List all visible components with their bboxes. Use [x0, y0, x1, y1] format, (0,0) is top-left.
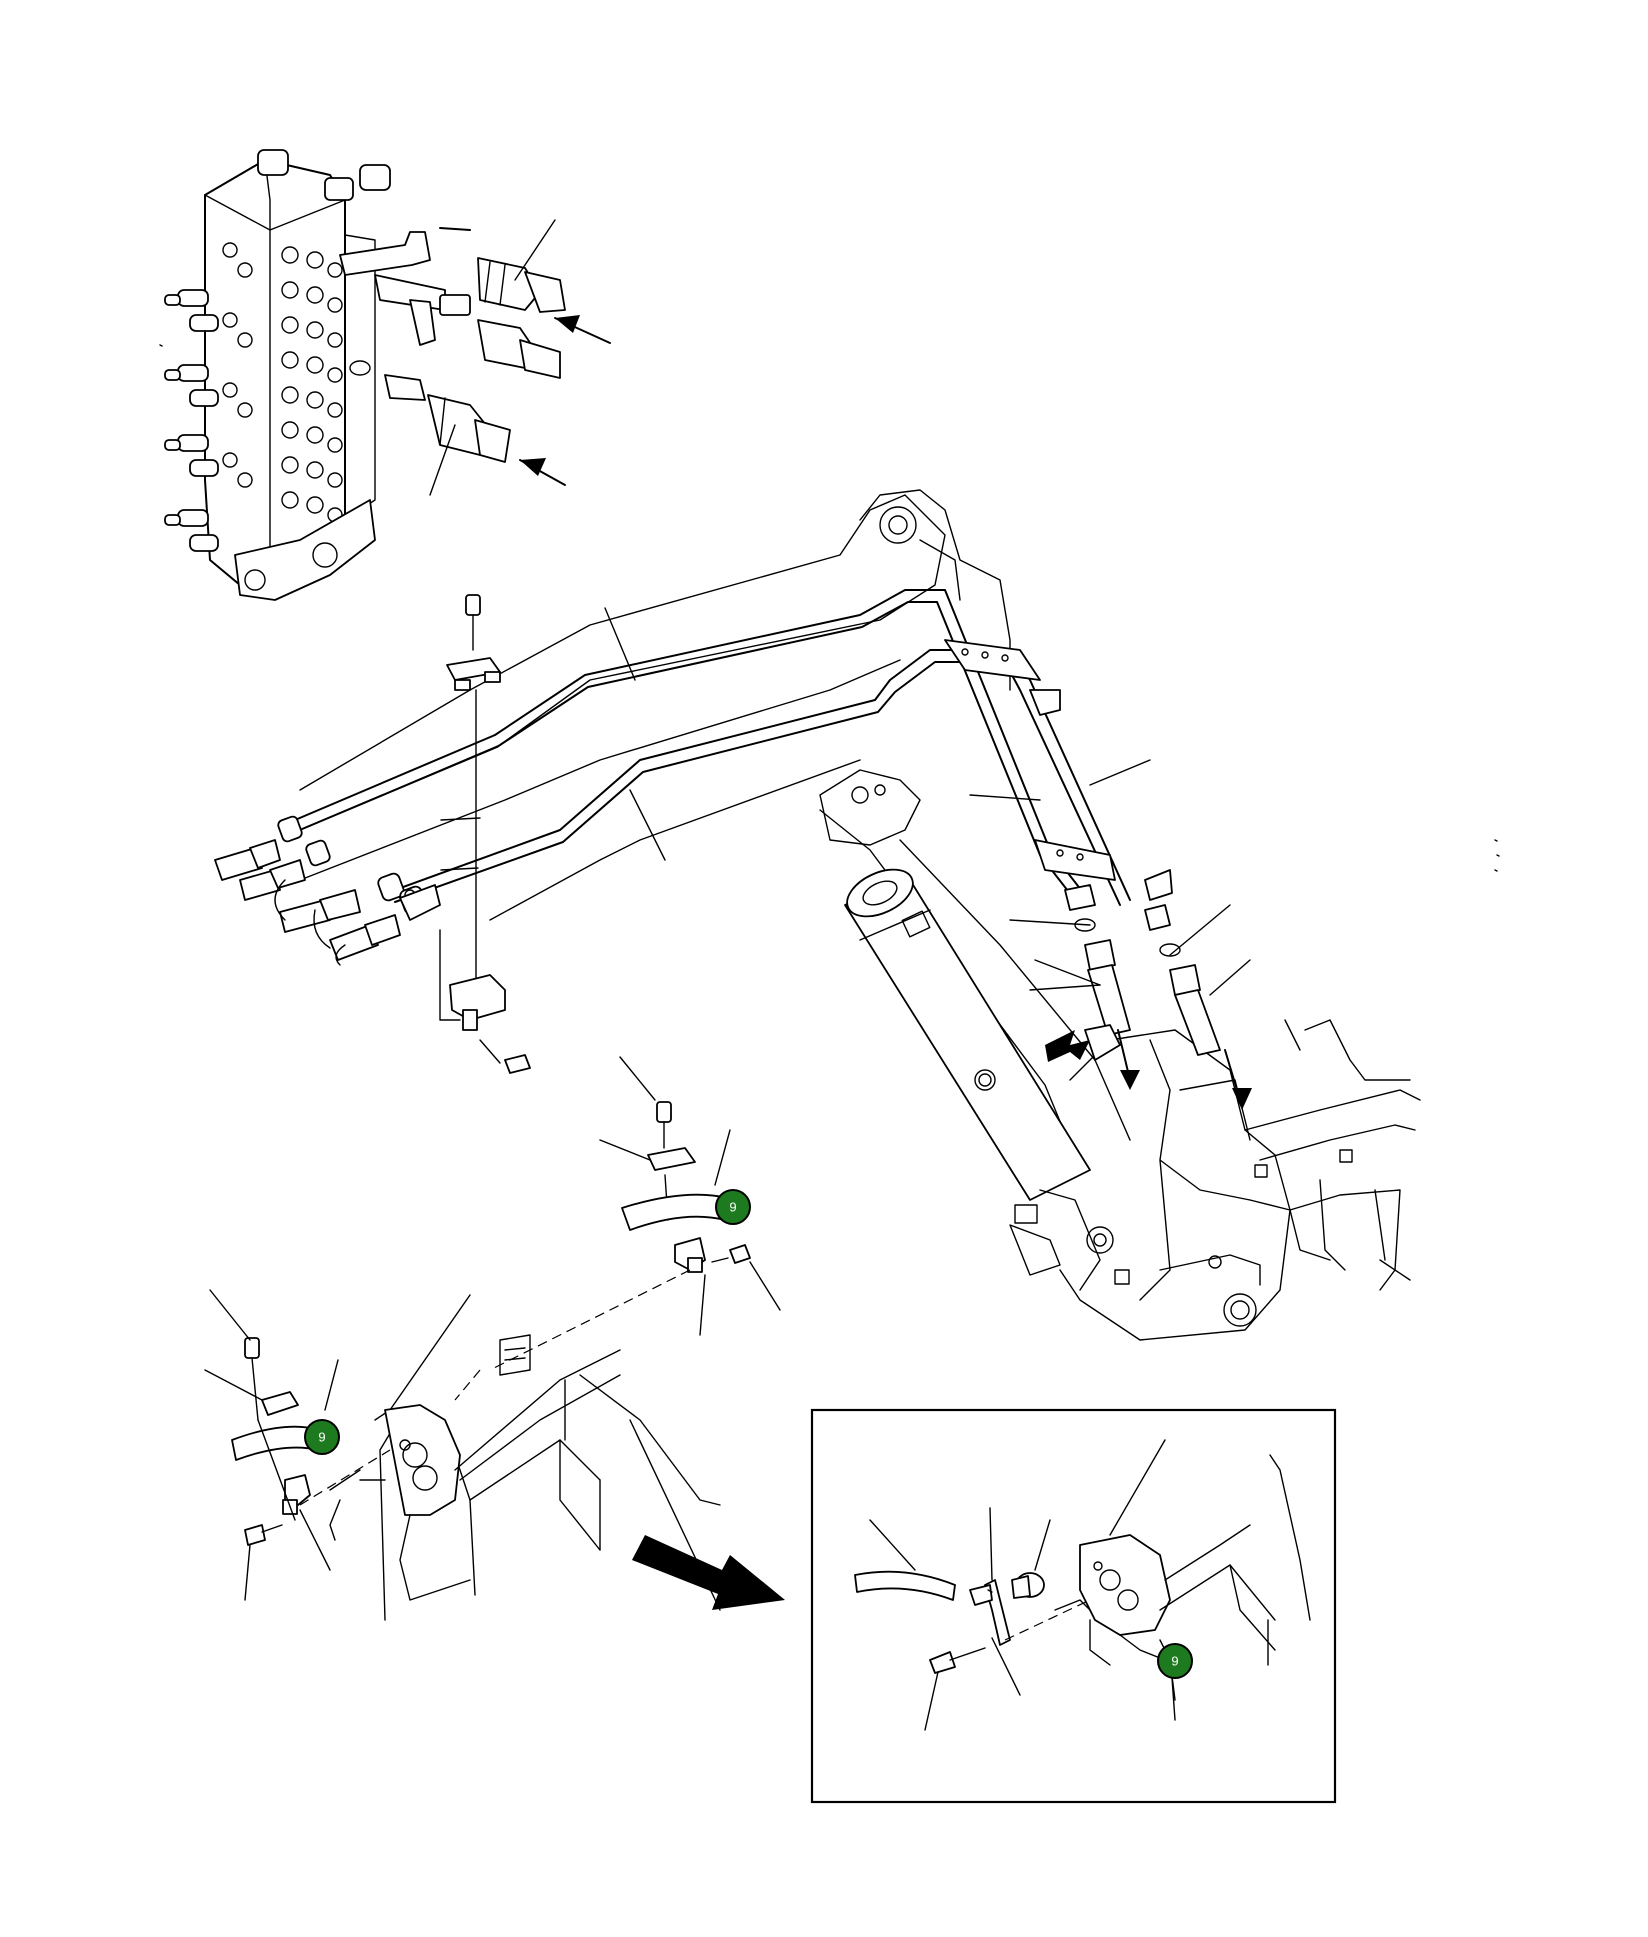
detail-arrow [632, 1535, 785, 1610]
boom-tube-fittings-left [214, 815, 441, 966]
boom-foot-arrows [1045, 1024, 1252, 1110]
clamp-group-left [204, 1289, 391, 1601]
callout-label: 9 [1171, 1654, 1178, 1669]
callout-9-detail: 9 [1157, 1643, 1193, 1679]
callout-label: 9 [318, 1430, 325, 1445]
boom-hydraulic-tubes [294, 589, 1221, 1056]
detail-view-box [810, 1408, 1337, 1804]
boom-foot-lower-left [329, 1294, 721, 1621]
callout-9-center: 9 [715, 1189, 751, 1225]
leader-lines-mid [604, 607, 1251, 996]
control-valve-assembly [164, 149, 566, 601]
callout-badge [1157, 1643, 1193, 1679]
leader-lines-top [429, 219, 556, 496]
callout-label: 9 [729, 1200, 736, 1215]
boom-structure [299, 489, 1500, 1341]
tube-clamp-assembly-upper [439, 594, 531, 1074]
clamp-group-center [454, 1056, 781, 1401]
flow-arrows [519, 315, 611, 486]
callout-9-left: 9 [304, 1419, 340, 1455]
callout-badge [304, 1419, 340, 1455]
stray-mark [159, 344, 163, 347]
callout-badge [715, 1189, 751, 1225]
